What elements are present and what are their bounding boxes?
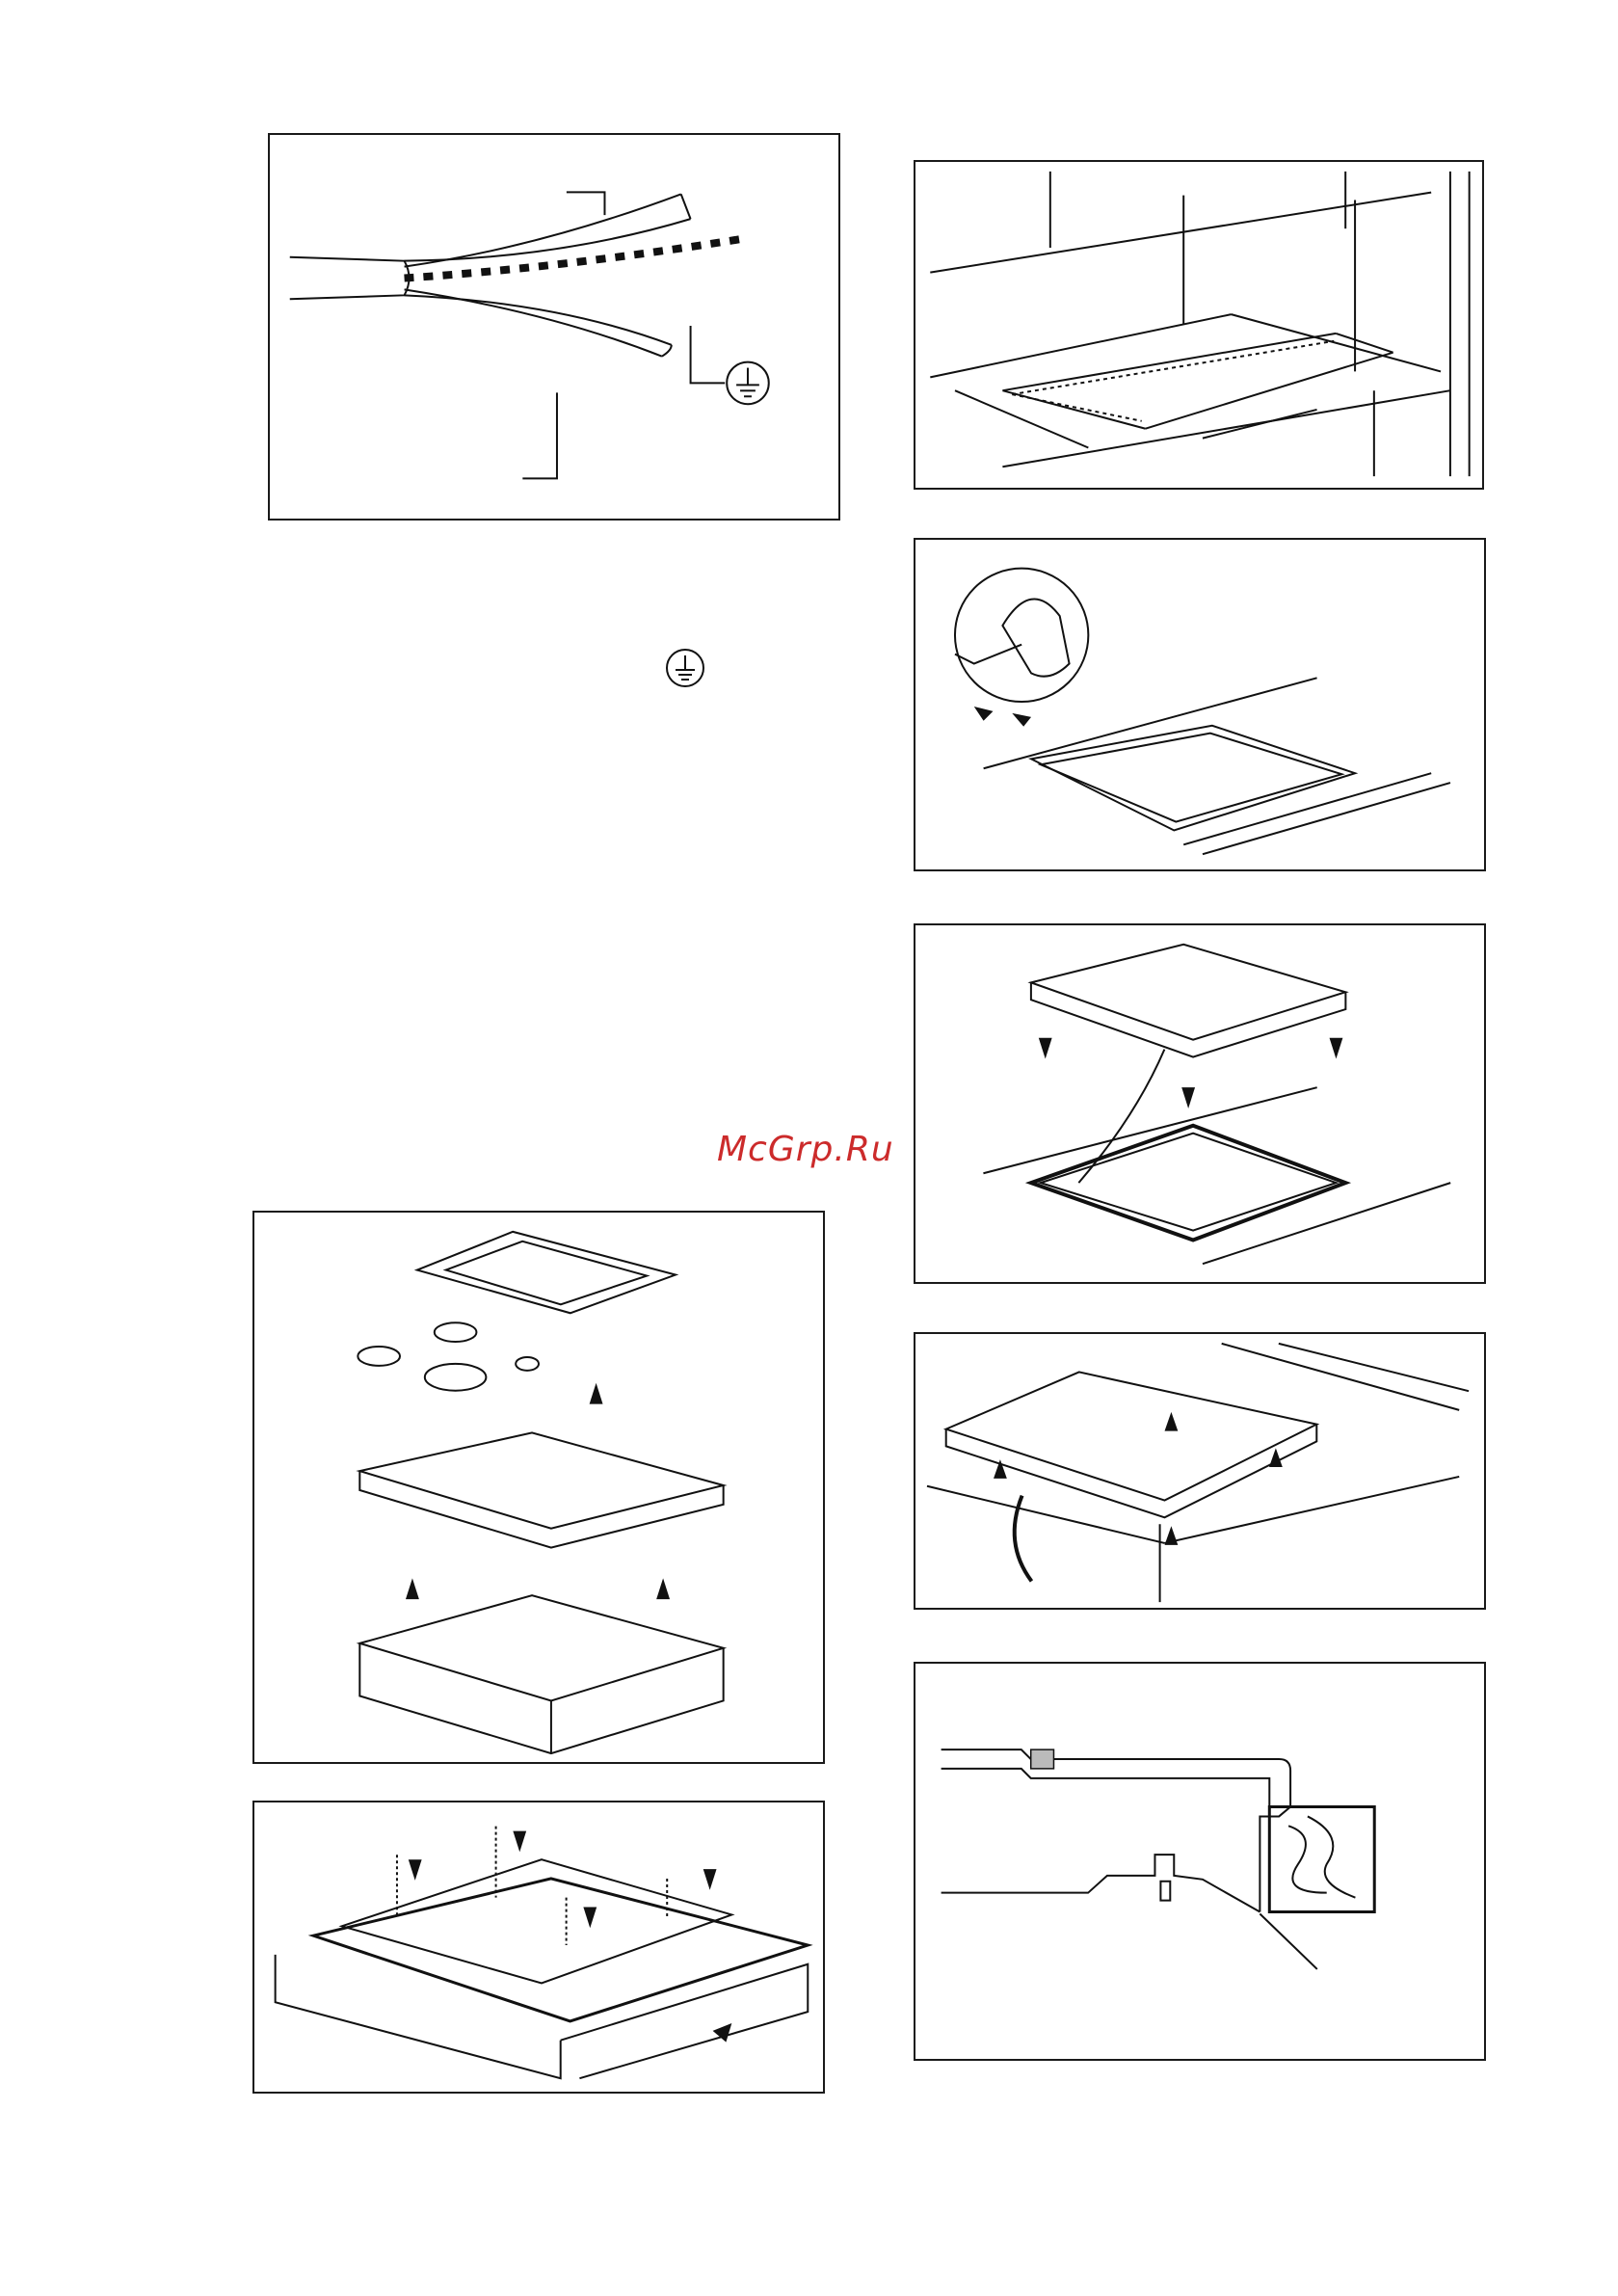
worktop-cutout-illustration xyxy=(915,162,1482,488)
hob-components-illustration xyxy=(254,1213,823,1762)
figure-clamp-screwing xyxy=(914,1332,1486,1610)
figure-cable-wires xyxy=(268,133,840,521)
sealing-strip-illustration xyxy=(915,540,1484,869)
figure-hob-exploded xyxy=(252,1211,825,1764)
three-core-cable-illustration xyxy=(270,135,838,519)
figure-cross-section xyxy=(914,1662,1486,2061)
figure-cutout-dimensions xyxy=(914,160,1484,490)
brackets-screws-illustration xyxy=(254,1802,823,2092)
hob-into-cutout-illustration xyxy=(915,925,1484,1282)
fixing-brackets-underside-illustration xyxy=(915,1334,1484,1608)
figure-hob-lowering xyxy=(914,923,1486,1284)
figure-clamp-underside xyxy=(252,1801,825,2094)
figure-seal-application xyxy=(914,538,1486,871)
earth-ground-icon xyxy=(663,646,707,690)
worktop-cross-section-illustration xyxy=(915,1664,1484,2059)
watermark-text: McGrp.Ru xyxy=(717,1130,894,1169)
